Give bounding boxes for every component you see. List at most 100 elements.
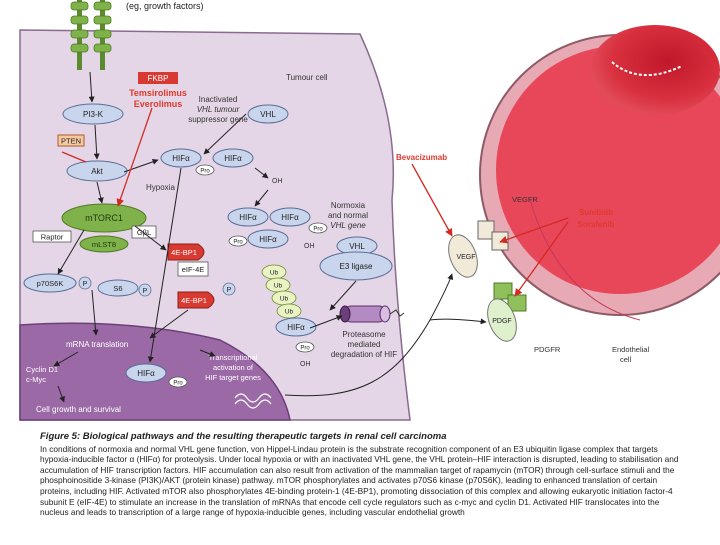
pi3k-oval [62,103,124,125]
mediated-label: mediated [348,340,381,349]
pdgfr-label: PDGFR [534,345,561,354]
sunitinib-label: Sunitinib [579,208,613,217]
cell-growth-label: Cell growth and survival [36,405,121,414]
hif-alpha-oval-5 [247,229,289,249]
mlst8-label: mLST8 [92,240,116,249]
sorafenib-label: Sorafenib [578,220,615,229]
transcriptional-label: Transcriptional [209,353,258,362]
eif4e-label: eIF-4E [182,265,205,274]
vhl-tumour-label: VHL tumour [197,105,240,114]
fkbp-box [138,72,178,84]
vhl-inactive-label: VHL [260,110,276,119]
proteasome-label: Proteasome [342,330,386,339]
eif4e-box [177,261,209,277]
4ebp1-shape-2 [177,291,215,309]
hif-alpha-oval-6 [275,317,317,337]
hypoxia-label: Hypoxia [146,183,175,192]
raptor-label: Raptor [41,233,64,242]
ub-label-1: Ub [270,270,279,277]
pro-label-5: Pro [173,381,183,387]
oh-label-1: OH [272,178,283,185]
e3-ligase-label: E3 ligase [340,262,373,271]
4ebp1-shape-1 [167,243,205,261]
normoxia-label: Normoxia [331,201,366,210]
hif-alpha-label-7: HIFα [137,369,155,378]
4ebp1-label-2: 4E-BP1 [181,296,207,305]
pro-oval-3 [308,222,328,234]
oh-label-3: OH [300,361,311,368]
p-circle-1 [222,282,236,296]
mtorc1-oval [61,203,147,233]
p-label-1: P [227,287,232,294]
inhibition-lines [61,107,569,297]
tumour-cell-label: Tumour cell [286,73,328,82]
dna-wave-2 [234,399,272,409]
pro-oval-1 [195,164,215,176]
temsirolimus-label: Temsirolimus [129,88,187,98]
p-circle-2 [78,276,92,290]
pro-label-1: Pro [200,169,210,175]
degradation-label: degradation of HIF [331,350,397,359]
and-normal-label: and normal [328,211,368,220]
hif-alpha-label-6: HIFα [287,323,305,332]
endothelial-cell-label: cell [620,355,632,364]
pro-oval-4 [295,341,315,353]
hif-alpha-label-1: HIFα [172,154,190,163]
inactivated-label: Inactivated [199,95,238,104]
akt-label: Akt [91,167,103,176]
pi3k-label: PI3-K [83,110,104,119]
vegf-label: VEGF [456,254,475,261]
oh-label-2: OH [304,243,315,250]
ub-label-3: Ub [280,296,289,303]
p-circle-3 [138,283,152,297]
pdgf-label: PDGF [492,318,511,325]
pro-oval-5 [168,376,188,388]
endothelial-label: Endothelial [612,345,649,354]
vhl-inactive-oval [247,104,289,124]
vegfr-box-2 [491,231,509,251]
pdgf-oval [487,298,517,342]
gbl-box [131,225,157,239]
hif-alpha-oval-4 [269,207,311,227]
figure-caption: Figure 5: Biological pathways and the re… [40,432,686,532]
vegfr-box-1 [477,220,495,240]
s6-label: S6 [113,284,122,293]
everolimus-label: Everolimus [134,99,183,109]
pro-label-4: Pro [300,346,310,352]
vhl-active-label: VHL [349,242,365,251]
growth-factor-receptors: (eg, growth factors) [70,0,204,70]
e3-ligase-oval [319,251,393,281]
growth-factors-label: (eg, growth factors) [126,1,204,11]
mlst8-oval [79,235,129,253]
p70s6k-label: p70S6K [37,279,64,288]
suppressor-gene-label: suppressor gene [188,115,248,124]
bevacizumab-label: Bevacizumab [396,153,447,162]
hif-alpha-label-4: HIFα [281,213,299,222]
hif-target-genes-label: HIF target genes [205,373,261,382]
pro-label-2: Pro [233,240,243,246]
proteasome-icon [339,305,405,323]
hif-alpha-oval-2 [212,148,254,168]
ub-label-2: Ub [274,283,283,290]
mtorc1-label: mTORC1 [85,213,123,223]
hif-alpha-oval-3 [227,207,269,227]
ub-label-4: Ub [285,309,294,316]
caption-title: Figure 5: Biological pathways and the re… [40,432,447,442]
cyclin-d1-label: Cyclin D1 [26,365,58,374]
p-label-2: P [83,281,88,288]
hif-alpha-oval-1 [160,148,202,168]
caption-body: In conditions of normoxia and normal VHL… [40,443,679,518]
vhl-gene-label: VHL gene [330,221,366,230]
raptor-box [32,230,72,243]
pten-label: PTEN [61,137,81,146]
dna-wave [234,393,272,403]
pathway-arrows [53,71,487,403]
c-myc-label: c-Myc [26,375,46,384]
pro-oval-2 [228,235,248,247]
activation-of-label: activation of [213,363,254,372]
4ebp1-label-1: 4E-BP1 [171,248,197,257]
hif-alpha-label-5: HIFα [259,235,277,244]
hif-alpha-label-3: HIFα [239,213,257,222]
blood-vessel [479,25,720,321]
